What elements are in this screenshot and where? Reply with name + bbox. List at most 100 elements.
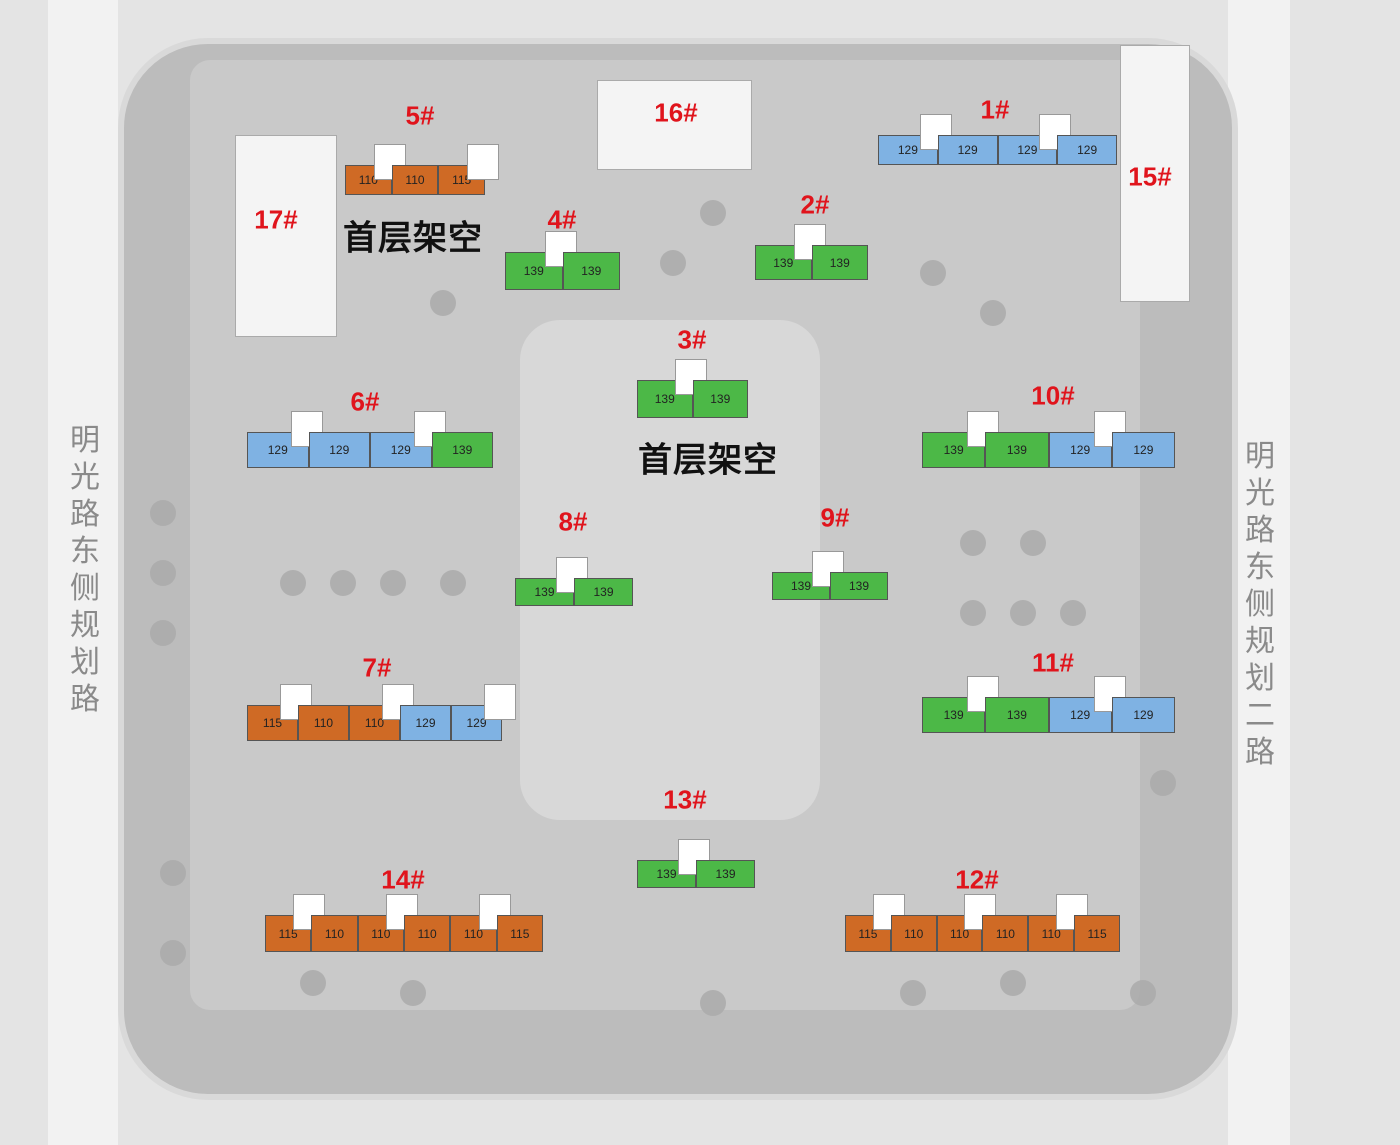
unit-area-orange: 110 [450,894,511,952]
building-17 [235,135,337,337]
tree-icon [160,940,186,966]
tree-icon [1020,530,1046,556]
unit-area-green: 139 [696,860,755,888]
tree-icon [400,980,426,1006]
building-11-label: 11# [1032,647,1074,678]
building-5-label: 5# [405,100,435,131]
unit-area-green: 139 [505,231,577,290]
unit-area-blue: 129 [937,135,998,165]
building-12-label: 12# [955,864,999,895]
building-16-label: 16# [654,97,698,128]
tree-icon [1150,770,1176,796]
unit-area-blue: 129 [997,114,1072,165]
unit-area-orange: 110 [982,915,1029,952]
tree-icon [960,530,986,556]
unit-area-blue: 129 [247,411,323,468]
stair-core [919,114,952,150]
building-6-label: 6# [350,386,380,417]
tree-icon [900,980,926,1006]
unit-area-orange: 110 [345,144,406,195]
unit-area-orange: 115 [247,684,312,741]
tree-icon [660,250,686,276]
unit-area-blue: 129 [1048,411,1126,468]
tree-icon [960,600,986,626]
stair-core [967,676,1000,712]
stair-core [484,684,516,720]
unit-area-green: 139 [755,224,826,280]
tree-icon [150,560,176,586]
tree-icon [980,300,1006,326]
unit-area-green: 139 [431,432,493,468]
tree-icon [330,570,356,596]
unit-area-green: 139 [772,551,844,600]
building-15 [1120,45,1190,302]
unit-area-orange: 110 [391,165,439,195]
building-4-label: 4# [547,204,577,235]
building-8-label: 8# [558,506,588,537]
tree-icon [1060,600,1086,626]
building-14-label: 14# [381,864,425,895]
tree-icon [280,570,306,596]
unit-area-green: 139 [985,697,1049,733]
unit-area-blue: 129 [308,432,370,468]
unit-area-orange: 115 [438,144,499,195]
unit-area-blue: 129 [1111,697,1175,733]
unit-area-green: 139 [515,557,588,606]
unit-area-blue: 129 [400,705,451,741]
building-17-label: 17# [254,204,298,235]
unit-area-orange: 110 [936,894,997,952]
tree-icon [440,570,466,596]
unit-area-orange: 115 [496,915,543,952]
unit-area-blue: 129 [878,114,952,165]
unit-area-green: 139 [562,252,620,290]
unit-area-green: 139 [692,380,748,418]
unit-area-green: 139 [985,432,1049,468]
tree-icon [1010,600,1036,626]
unit-area-blue: 129 [1048,676,1126,733]
east-road [1228,0,1290,1145]
building-2-label: 2# [800,189,830,220]
unit-area-green: 139 [811,245,868,280]
unit-area-blue: 129 [370,411,446,468]
west-road [48,0,118,1145]
tree-icon [160,860,186,886]
building-7-label: 7# [362,652,392,683]
tree-icon [150,620,176,646]
building-13-label: 13# [663,784,707,815]
unit-area-orange: 110 [890,915,937,952]
unit-area-orange: 110 [311,915,358,952]
unit-area-green: 139 [830,572,888,600]
unit-area-orange: 110 [349,684,414,741]
tree-icon [700,200,726,226]
unit-area-blue: 129 [1057,135,1117,165]
tree-icon [300,970,326,996]
tree-icon [150,500,176,526]
unit-area-orange: 110 [403,915,451,952]
unit-area-orange: 110 [1028,894,1089,952]
unit-area-green: 139 [922,411,1000,468]
building-3-label: 3# [677,324,707,355]
unit-area-green: 139 [637,839,710,888]
unit-area-blue: 129 [1111,432,1175,468]
unit-area-green: 139 [574,578,633,606]
tree-icon [430,290,456,316]
building-10-label: 10# [1031,380,1075,411]
tree-icon [1000,970,1026,996]
building-9-label: 9# [820,502,850,533]
unit-area-orange: 115 [1074,915,1120,952]
stair-core [872,894,905,930]
